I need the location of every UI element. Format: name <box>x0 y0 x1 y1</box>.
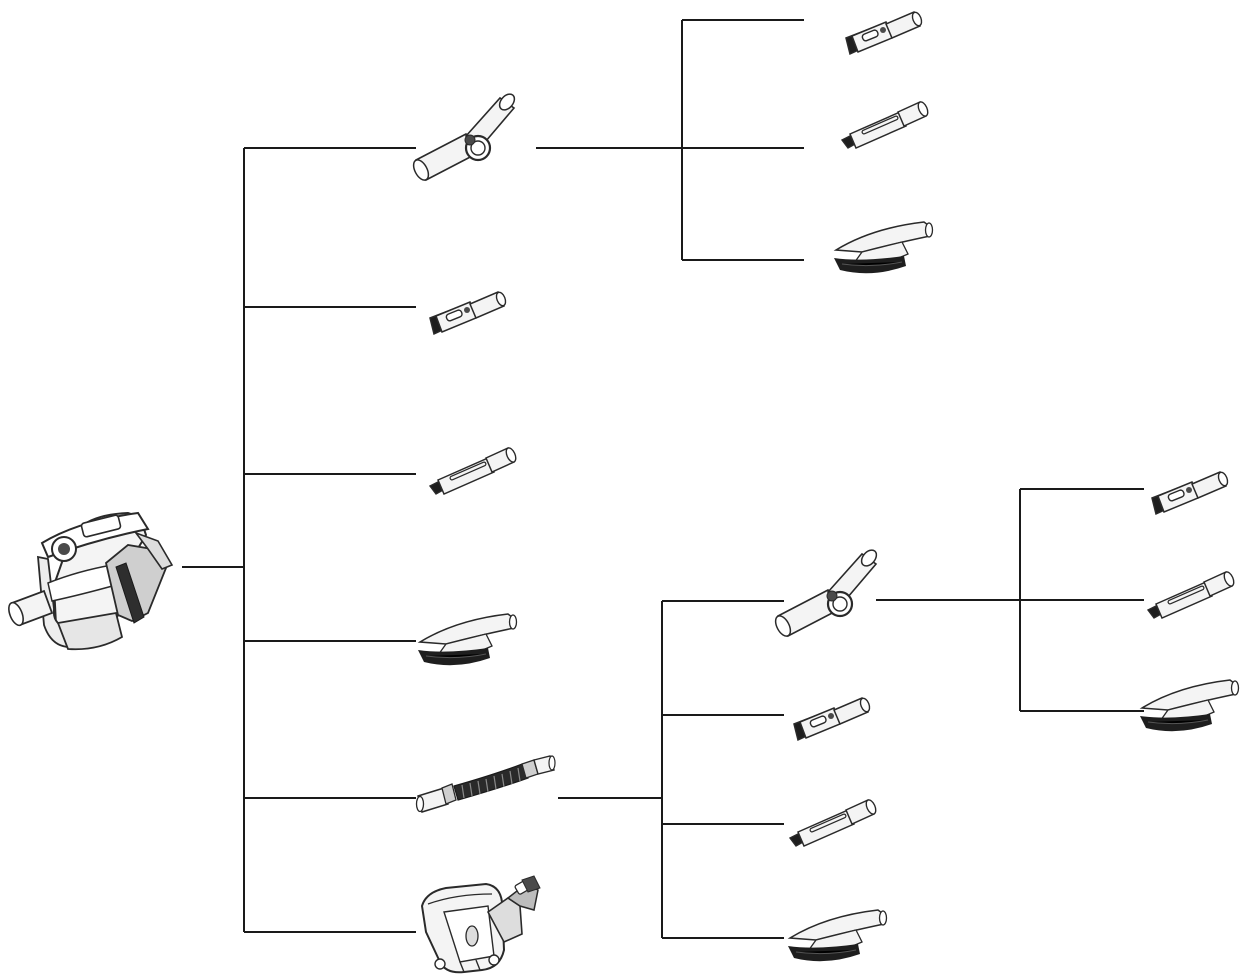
crevice-brush-tool-icon <box>793 696 873 741</box>
swivel-adapter-icon <box>409 90 519 184</box>
crevice-brush-tool-icon <box>1151 470 1231 515</box>
motorized-brush-head-icon <box>420 875 541 974</box>
extension-hose-icon <box>415 755 556 813</box>
crevice-tool-icon <box>790 799 878 846</box>
connector-lines <box>182 19 1144 939</box>
dusting-brush-icon <box>1139 679 1240 732</box>
handheld-vacuum-icon <box>8 511 174 651</box>
crevice-tool-icon <box>842 101 930 148</box>
dusting-brush-icon <box>417 613 518 666</box>
crevice-tool-icon <box>430 447 518 494</box>
swivel-adapter-icon <box>771 546 881 640</box>
dusting-brush-icon <box>787 909 888 962</box>
crevice-tool-icon <box>1148 571 1236 618</box>
crevice-brush-tool-icon <box>845 10 925 55</box>
dusting-brush-icon <box>833 221 934 274</box>
crevice-brush-tool-icon <box>429 290 509 335</box>
